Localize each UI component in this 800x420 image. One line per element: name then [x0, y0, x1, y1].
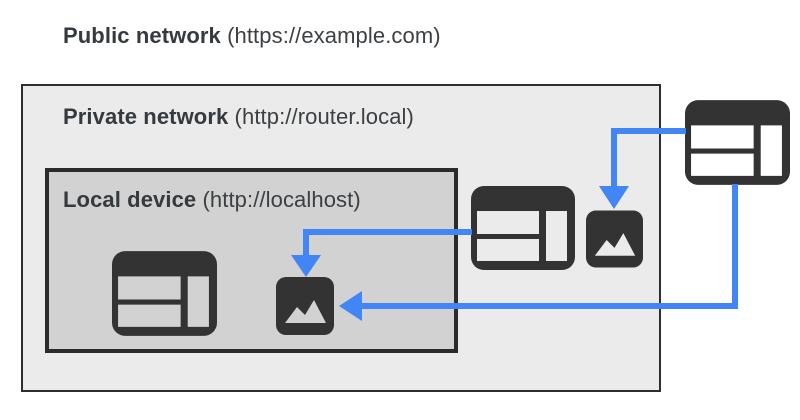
- public-network-url: (https://example.com): [220, 23, 441, 48]
- local-device-name: Local device: [63, 187, 197, 212]
- public-network-name: Public network: [63, 23, 221, 48]
- web-browser-glyph: [685, 100, 790, 185]
- local-device-label: Local device (http://localhost): [63, 187, 361, 213]
- private-network-url: (http://router.local): [228, 104, 414, 129]
- image-glyph: [276, 277, 334, 335]
- web-browser-glyph: [471, 186, 575, 270]
- private-network-label: Private network (http://router.local): [63, 104, 414, 130]
- local-device-url: (http://localhost): [196, 187, 361, 212]
- web-browser-icon: [471, 186, 575, 270]
- web-browser-icon: [685, 100, 790, 185]
- image-icon: [276, 277, 334, 335]
- public-network-label: Public network (https://example.com): [63, 23, 441, 49]
- web-browser-icon: [112, 250, 217, 337]
- private-network-name: Private network: [63, 104, 229, 129]
- image-glyph: [586, 210, 643, 268]
- web-browser-glyph: [112, 251, 217, 336]
- image-icon: [586, 210, 643, 268]
